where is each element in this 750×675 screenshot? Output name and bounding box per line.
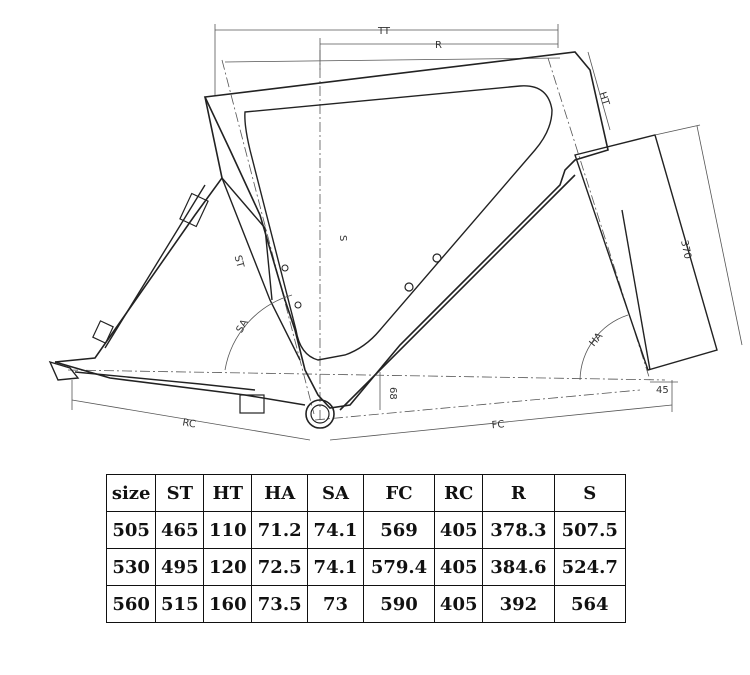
header-cell: S — [553, 474, 627, 512]
ha-label: HA — [588, 331, 606, 349]
side-dimensions: HT 370 S ST 68 45 — [232, 51, 743, 410]
table-cell: 569 — [362, 511, 436, 549]
header-cell: size — [105, 474, 157, 512]
table-cell: 505 — [105, 511, 157, 549]
table-cell: 73.5 — [251, 585, 309, 623]
table-cell: 73 — [307, 585, 364, 623]
header-cell: R — [482, 474, 555, 512]
len68-label: 68 — [387, 387, 398, 400]
axis-lines — [67, 50, 666, 421]
table-cell: 515 — [155, 585, 205, 623]
rc-label: RC — [182, 417, 197, 430]
r-label: R — [435, 40, 442, 51]
bike-frame-diagram: TT R — [48, 24, 743, 441]
table-cell: 564 — [553, 585, 627, 623]
table-cell: 405 — [434, 585, 484, 623]
header-cell: RC — [434, 474, 484, 512]
table-cell: 71.2 — [251, 511, 309, 549]
table-cell: 384.6 — [482, 548, 555, 586]
geometry-table: size ST HT HA SA FC RC R S 505 465 110 7… — [105, 474, 627, 623]
st-label: ST — [232, 254, 246, 270]
table-cell: 579.4 — [362, 548, 436, 586]
table-cell: 560 — [105, 585, 157, 623]
bottom-dimensions: RC FC — [71, 380, 673, 441]
table-row: 530 495 120 72.5 74.1 579.4 405 384.6 52… — [105, 548, 627, 586]
table-cell: 465 — [155, 511, 205, 549]
header-cell: FC — [362, 474, 436, 512]
ht-label: HT — [596, 91, 611, 108]
s-label: S — [337, 235, 348, 241]
tt-label: TT — [377, 26, 391, 37]
table-cell: 495 — [155, 548, 205, 586]
table-cell: 378.3 — [482, 511, 555, 549]
header-cell: HT — [203, 474, 253, 512]
table-cell: 160 — [203, 585, 253, 623]
table-cell: 530 — [105, 548, 157, 586]
fc-label: FC — [491, 419, 505, 431]
angle-arcs: SA HA — [224, 294, 629, 381]
header-cell: HA — [251, 474, 309, 512]
table-cell: 392 — [482, 585, 555, 623]
header-cell: ST — [155, 474, 205, 512]
table-cell: 405 — [434, 511, 484, 549]
table-cell: 74.1 — [307, 548, 364, 586]
table-cell: 110 — [203, 511, 253, 549]
len45-label: 45 — [656, 385, 669, 396]
table-cell: 74.1 — [307, 511, 364, 549]
frame-outline — [48, 51, 718, 429]
table-cell: 405 — [434, 548, 484, 586]
table-cell: 590 — [362, 585, 436, 623]
table-row: 505 465 110 71.2 74.1 569 405 378.3 507.… — [105, 511, 627, 549]
table-cell: 120 — [203, 548, 253, 586]
table-header-row: size ST HT HA SA FC RC R S — [105, 474, 627, 512]
len370-label: 370 — [678, 239, 693, 260]
sa-label: SA — [235, 318, 251, 335]
table-cell: 72.5 — [251, 548, 309, 586]
table-row: 560 515 160 73.5 73 590 405 392 564 — [105, 585, 627, 623]
header-cell: SA — [307, 474, 364, 512]
table-cell: 507.5 — [553, 511, 627, 549]
table-cell: 524.7 — [553, 548, 627, 586]
